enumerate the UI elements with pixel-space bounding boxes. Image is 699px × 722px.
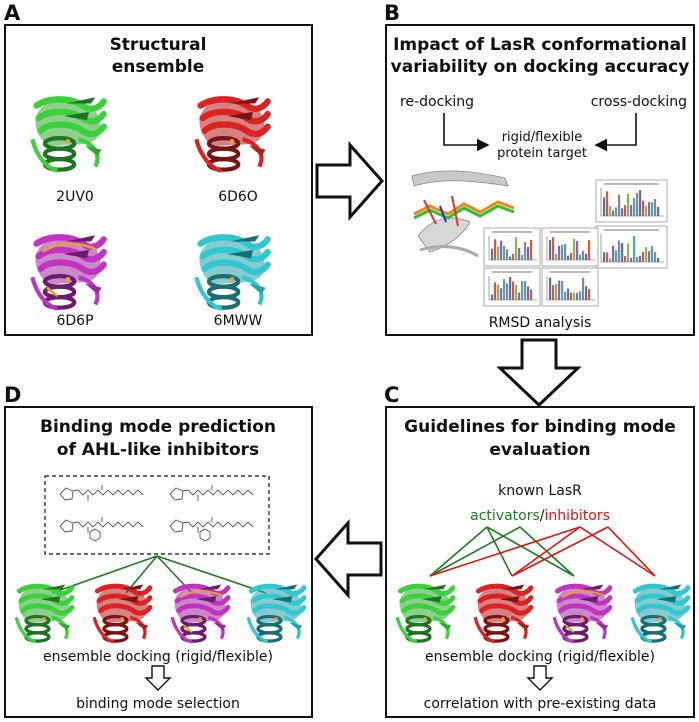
protein-ribbon-icon [170, 583, 231, 644]
panel-c-title-line2: evaluation [489, 440, 590, 460]
rmsd-bar-chart-thumbnails [483, 179, 668, 307]
protein-ribbon-icon [92, 583, 153, 644]
small-down-arrow-icon [144, 665, 172, 691]
protein-ribbon-icon [30, 234, 107, 311]
panel-letter-c: C [384, 383, 399, 407]
panel-d-title-line2: of AHL-like inhibitors [57, 440, 259, 460]
target-label-line2: protein target [497, 146, 587, 161]
inhibitor-correlation-lines [429, 526, 656, 577]
chemical-structure-icon [59, 485, 254, 542]
panel-c-ensemble-label: ensemble docking (rigid/flexible) [425, 649, 655, 665]
activators-label: activators [470, 508, 540, 524]
activator-correlation-lines [429, 526, 575, 577]
known-lasr-label: known LasR [498, 483, 582, 499]
panel-b-title-line2: variability on docking accuracy [391, 57, 690, 77]
activators-inhibitors-label: activators/inhibitors [470, 508, 610, 524]
docking-pose-illustration [411, 170, 515, 258]
crossdocking-label: cross-docking [591, 94, 687, 110]
structure-label-6d6o: 6D6O [218, 189, 258, 205]
panel-letter-b: B [384, 1, 400, 25]
small-down-arrow-icon [526, 665, 554, 691]
panel-letter-d: D [4, 383, 21, 407]
panel-c-box [385, 406, 695, 718]
protein-ribbon-icon [630, 583, 691, 644]
panel-d-result-label: binding mode selection [76, 696, 240, 712]
protein-ribbon-icon [194, 234, 271, 311]
protein-ribbon-icon [14, 583, 75, 644]
panel-d-ensemble-label: ensemble docking (rigid/flexible) [43, 649, 273, 665]
protein-ribbon-icon [473, 583, 534, 644]
redocking-label: re-docking [400, 94, 474, 110]
panel-c-result-label: correlation with pre-existing data [424, 696, 657, 712]
protein-ribbon-icon [30, 96, 107, 173]
rmsd-analysis-label: RMSD analysis [489, 315, 592, 331]
structure-label-2uv0: 2UV0 [56, 189, 94, 205]
panel-c-title-line1: Guidelines for binding mode [404, 417, 676, 437]
slash-label: / [540, 508, 545, 524]
structure-label-6mww: 6MWW [214, 313, 263, 329]
panel-d-box [4, 406, 313, 718]
outline-arrow-right-icon [315, 141, 385, 221]
panel-a-title-line2: ensemble [112, 57, 205, 77]
protein-ribbon-icon [246, 583, 307, 644]
inhibitors-label: inhibitors [544, 508, 609, 524]
protein-ribbon-icon [395, 583, 456, 644]
panel-b-title-line1: Impact of LasR conformational [393, 35, 687, 55]
protein-ribbon-icon [552, 583, 613, 644]
outline-arrow-left-icon [313, 519, 383, 599]
panel-a-title-line1: Structural [110, 35, 207, 55]
panel-b-box [385, 24, 695, 336]
inhibitor-structures-box [44, 475, 270, 555]
panel-letter-a: A [4, 1, 21, 25]
redocking-arrow [443, 113, 490, 152]
target-label-line1: rigid/flexible [502, 130, 583, 145]
outline-arrow-down-icon [496, 338, 582, 408]
crossdocking-arrow [594, 113, 637, 152]
panel-a-box [4, 24, 313, 336]
structure-label-6d6p: 6D6P [56, 313, 93, 329]
protein-ribbon-icon [194, 96, 271, 173]
ensemble-connection-lines [51, 555, 267, 594]
panel-d-title-line1: Binding mode prediction [40, 417, 276, 437]
